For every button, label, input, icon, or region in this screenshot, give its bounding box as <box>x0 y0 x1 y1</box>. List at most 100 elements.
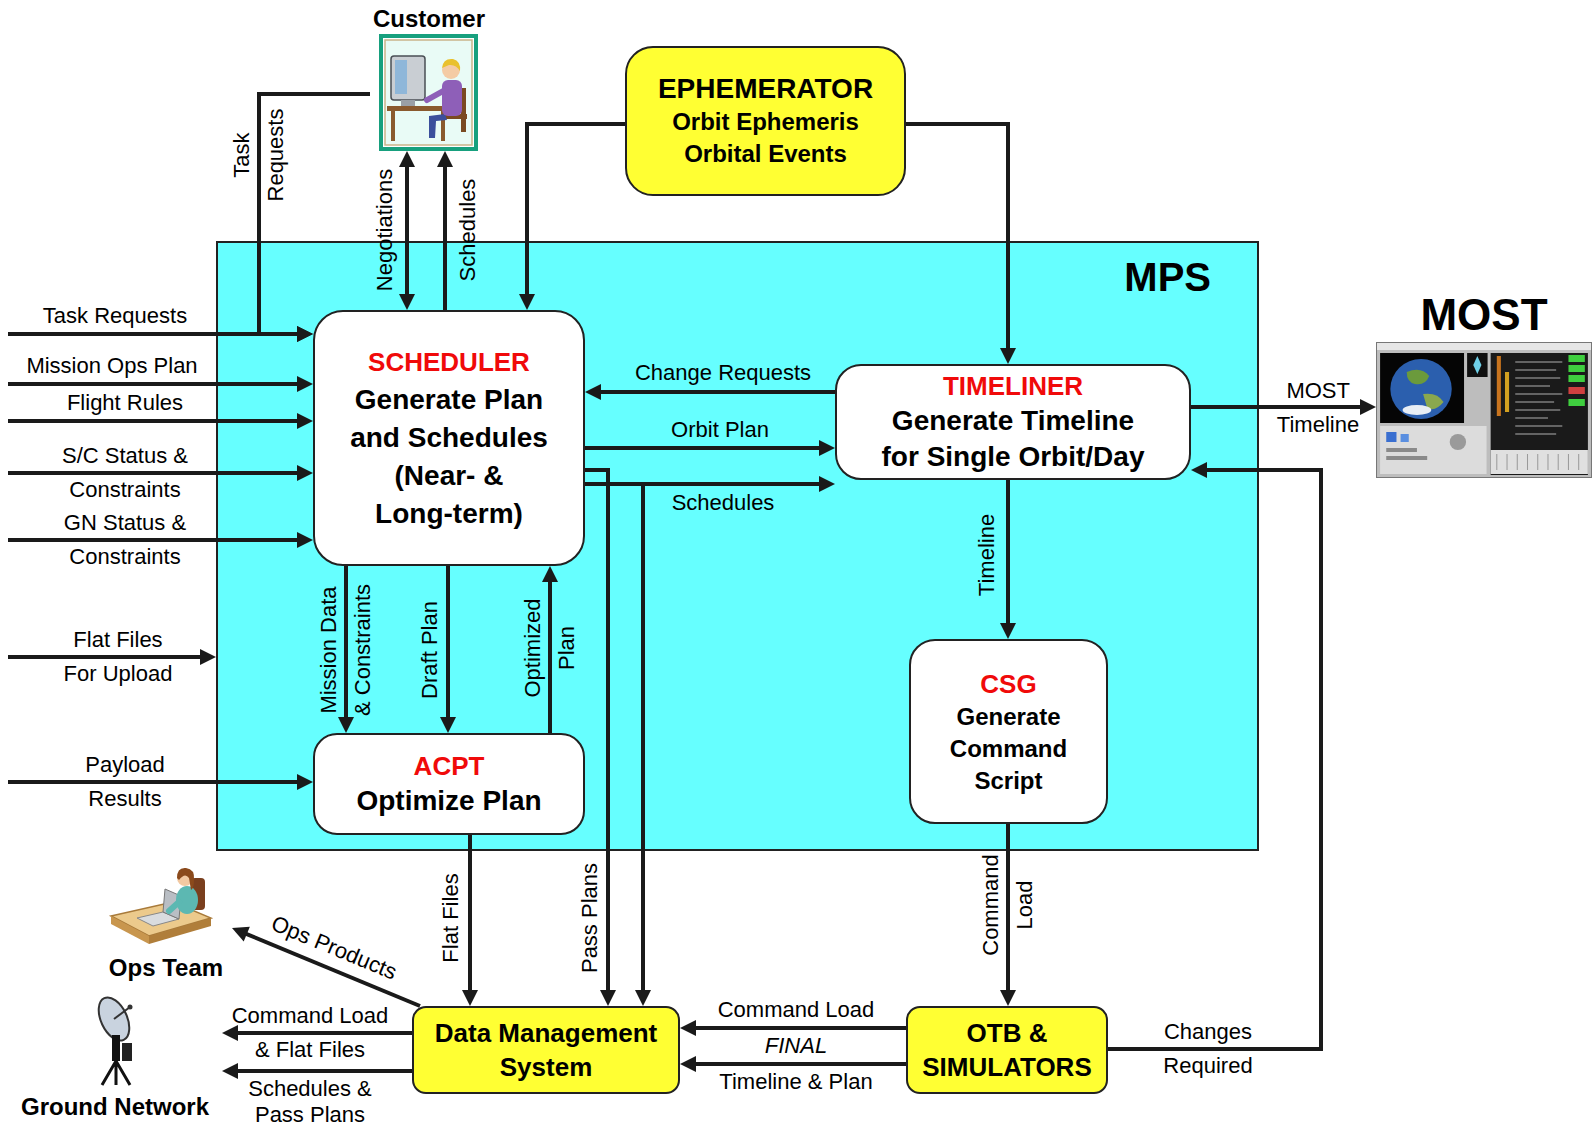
word: Generate <box>355 384 476 415</box>
icon-picture <box>1380 426 1486 474</box>
word: & <box>808 1069 823 1094</box>
arrow-head <box>600 990 616 1006</box>
box-body: Generate Timeline for Single Orbit/Day <box>873 403 1153 475</box>
process-box: CSGGenerate Command Script <box>909 639 1108 824</box>
word: MPS <box>1124 255 1211 299</box>
icon-picture <box>401 100 415 106</box>
word: SCHEDULER <box>368 347 530 377</box>
word: Timeline <box>719 1069 801 1094</box>
icon-picture <box>1491 450 1588 474</box>
connector-line <box>585 446 823 450</box>
word: OTB <box>967 1018 1022 1048</box>
box-title: EPHEMERATOR <box>658 72 873 106</box>
word: Pass <box>577 924 602 973</box>
arrow-head <box>542 566 558 582</box>
word: Files <box>319 1037 365 1062</box>
word: Data <box>316 586 341 632</box>
box-title: SCHEDULER <box>368 343 530 381</box>
input-arrow <box>8 655 204 659</box>
word: Command <box>950 735 1067 762</box>
word: Command <box>718 997 819 1022</box>
word: Changes <box>1164 1019 1252 1044</box>
arrow-head <box>297 532 313 548</box>
word: Flat <box>276 1037 313 1062</box>
connector-arrow <box>259 94 370 342</box>
edge-label: Draft Plan <box>418 601 442 699</box>
word: Rules <box>127 390 183 415</box>
word: Mission <box>26 353 101 378</box>
icon-picture <box>107 858 214 946</box>
word: Status <box>105 443 167 468</box>
word: Events <box>768 140 847 167</box>
word: & <box>173 443 188 468</box>
arrow-head <box>338 717 354 733</box>
word: Constraints <box>69 544 180 569</box>
word: For <box>64 661 97 686</box>
icon-picture <box>1376 342 1592 478</box>
word: Plan <box>554 626 579 670</box>
edge-label: Command Load <box>974 850 1042 960</box>
icon-picture <box>1568 399 1584 406</box>
arrow-head <box>585 384 601 400</box>
icon-picture <box>1515 362 1562 434</box>
actor-icon: Ops Team <box>100 855 232 982</box>
word: EPHEMERATOR <box>658 73 873 104</box>
edge-label: Ops Products <box>268 911 400 984</box>
box-body: Generate Command Script <box>921 701 1096 797</box>
status-note: FINAL <box>765 1034 827 1058</box>
arrow-head <box>519 294 535 310</box>
icon-picture <box>1568 365 1584 372</box>
word: Plan <box>154 353 198 378</box>
word: Orbit/Day <box>1018 441 1144 472</box>
word: S/C <box>62 443 99 468</box>
connector-arrow <box>232 927 420 1006</box>
icon-heading: MOST <box>1420 290 1547 339</box>
arrow-head <box>222 1063 238 1079</box>
edge-label: Pass Plans <box>578 863 602 973</box>
icon-picture <box>1568 375 1584 382</box>
icon-picture <box>114 1007 130 1019</box>
connector-arrow <box>1108 462 1321 1049</box>
edge-label: Change Requests <box>635 361 811 385</box>
word: Mission <box>316 639 341 714</box>
word: Ops <box>107 353 147 378</box>
icon-picture <box>1450 434 1466 450</box>
word: Generate <box>892 405 1013 436</box>
input-arrow <box>8 419 301 423</box>
word: Status <box>103 510 165 535</box>
icon-picture <box>1467 353 1487 377</box>
icon-picture <box>1407 370 1430 385</box>
word: & <box>357 1076 372 1101</box>
icon-picture <box>102 1061 130 1085</box>
arrow-head <box>297 326 313 342</box>
icon-picture <box>381 36 476 149</box>
word: Load <box>825 997 874 1022</box>
edge-label: Negotiations <box>373 169 397 291</box>
word: Requests <box>718 360 811 385</box>
icon-picture <box>1491 353 1588 475</box>
icon-picture <box>1568 387 1584 394</box>
arrow-head <box>819 476 835 492</box>
process-box: ACPTOptimize Plan <box>313 733 585 835</box>
input-arrow <box>8 334 301 782</box>
edge-label: Mission Data & Constraints <box>312 580 380 720</box>
icon-picture <box>1386 456 1427 460</box>
edge-label: Command Load & Flat Files <box>228 999 393 1067</box>
input-label: Payload Results <box>75 748 175 816</box>
connector-line <box>344 566 348 721</box>
icon-picture <box>1386 448 1417 452</box>
word: & <box>171 510 186 535</box>
box-body: Optimize Plan <box>356 783 541 819</box>
actor-icon: Ground Network <box>8 985 222 1121</box>
word: Team <box>162 954 223 981</box>
arrow-head <box>1000 623 1016 639</box>
icon-picture <box>379 34 478 151</box>
icon-picture <box>1568 355 1584 362</box>
icon-picture <box>429 114 447 138</box>
connector-arrow <box>462 835 478 1006</box>
process-box: SCHEDULERGenerate Plan and Schedules (Ne… <box>313 310 585 566</box>
word: Ops <box>109 954 156 981</box>
word: Flat <box>438 926 463 963</box>
connector-line <box>597 390 835 394</box>
icon-picture <box>88 995 144 1087</box>
